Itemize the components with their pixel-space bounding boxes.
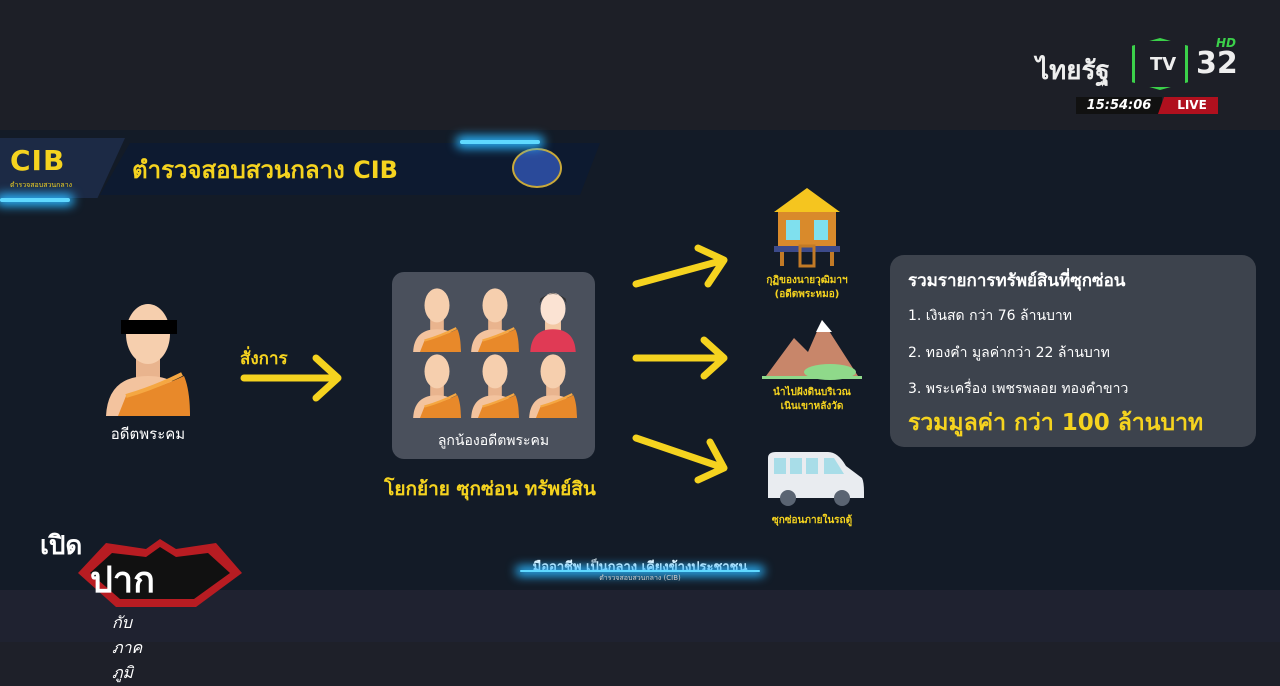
clock: 15:54:06 (1076, 97, 1162, 114)
place-2-line1: นำไปฝังดินบริเวณ (773, 387, 851, 398)
banner-title: ตำรวจสอบสวนกลาง CIB (132, 156, 398, 184)
hd-badge: HD (1216, 36, 1237, 50)
police-seal-icon (512, 148, 562, 188)
hut-icon (774, 188, 840, 268)
arrow-right-icon (632, 336, 728, 380)
glow-line (460, 140, 540, 144)
place-1-line1: กุฏิของนายวุฒิมาฯ (766, 275, 848, 286)
show-title-2: ปาก (90, 560, 155, 601)
arrow-right-icon (240, 354, 342, 402)
live-badge: LIVE (1158, 97, 1218, 114)
group-label: ลูกน้องอดีตพระคม (437, 433, 550, 449)
show-title-1: เปิด (40, 531, 83, 561)
lips-icon (78, 539, 242, 607)
monk-icon (106, 304, 190, 416)
arrow-down-right-icon (632, 434, 728, 484)
summary-total: รวมมูลค่า กว่า 100 ล้านบาท (908, 410, 1204, 436)
show-title-3: กับ ภาคภูมิ (112, 613, 143, 682)
footer-sub: ตำรวจสอบสวนกลาง (CIB) (599, 574, 681, 582)
place-1-line2: (อดีตพระหมอ) (774, 289, 840, 300)
channel-number: 32 (1196, 46, 1238, 81)
glow-line (520, 570, 760, 572)
channel-tv: TV (1150, 54, 1177, 75)
broadcast-top (0, 0, 1280, 130)
summary-item: 2. ทองคำ มูลค่ากว่า 22 ล้านบาท (908, 345, 1110, 361)
monk-icon (529, 354, 577, 418)
arrow-up-right-icon (632, 244, 728, 288)
channel-name: ไทยรัฐ (1036, 56, 1110, 86)
glow-line (0, 198, 70, 202)
place-3-label: ซุกซ่อนภายในรถตู้ (771, 515, 853, 526)
monk-icon (413, 288, 461, 352)
place-2-label: นำไปฝังดินบริเวณเนินเขาหลังวัด (752, 386, 872, 414)
action-label: โยกย้าย ซุกซ่อน ทรัพย์สิน (384, 478, 596, 500)
van-icon (768, 452, 864, 506)
tv-logo-frame (1132, 38, 1188, 90)
layperson-icon (530, 292, 576, 352)
place-1-label: กุฏิของนายวุฒิมาฯ (อดีตพระหมอ) (747, 274, 867, 302)
followers-group: ลูกน้องอดีตพระคม (392, 272, 595, 459)
broadcast-bottom (0, 590, 1280, 642)
monk-icon (413, 354, 461, 418)
summary-item: 1. เงินสด กว่า 76 ล้านบาท (908, 308, 1072, 324)
cib-logo-sub: ตำรวจสอบสวนกลาง (10, 181, 73, 189)
censor-bar (121, 320, 177, 334)
summary-item: 3. พระเครื่อง เพชรพลอย ทองคำขาว (908, 381, 1129, 397)
summary-panel: รวมรายการทรัพย์สินที่ซุกซ่อน 1. เงินสด ก… (890, 255, 1256, 447)
leader-label: อดีตพระคม (110, 425, 186, 443)
order-label: สั่งการ (240, 349, 288, 369)
mountain-icon (762, 320, 862, 380)
place-2-line2: เนินเขาหลังวัด (780, 401, 844, 412)
monk-icon (471, 288, 519, 352)
summary-title: รวมรายการทรัพย์สินที่ซุกซ่อน (908, 271, 1126, 291)
cib-logo: CIB (10, 144, 66, 177)
monk-icon (471, 354, 519, 418)
